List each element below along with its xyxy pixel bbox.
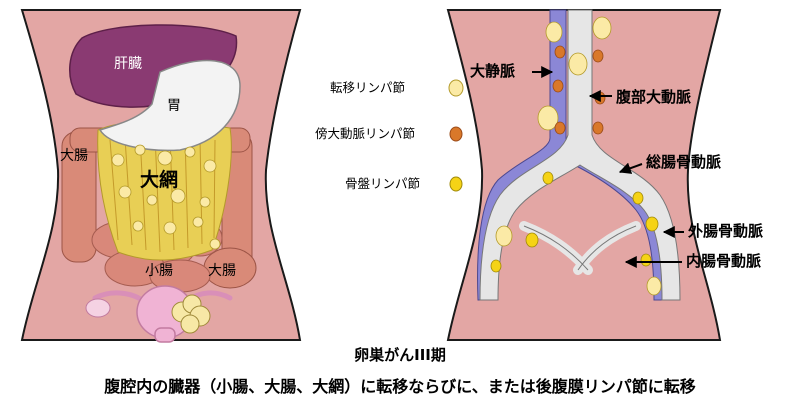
internal-iliac-branch-outline: [523, 225, 637, 271]
vena-cava-label: 大静脈: [470, 62, 515, 80]
cervix: [154, 327, 176, 343]
left-panel: 肝臓 胃 大網 大腸 小腸 大腸: [20, 9, 302, 343]
small-intestine-label: 小腸: [145, 263, 173, 279]
legend-label-metastatic-node: 転移リンパ節: [330, 80, 405, 95]
large-intestine-right-label: 大腸: [208, 263, 236, 279]
abdominal-aorta: [479, 9, 681, 301]
omentum-metastases: [111, 144, 221, 250]
stomach: [98, 59, 241, 152]
legend-label-para-aortic-node: 傍大動脈リンパ節: [315, 126, 415, 141]
common-iliac-arrow: [618, 162, 643, 174]
legend-swatch-para-aortic-node: [449, 126, 463, 142]
liver-label: 肝臓: [114, 56, 142, 72]
metastatic-lymph-nodes: [495, 16, 662, 296]
common-iliac-label: 総腸骨動脈: [646, 153, 721, 171]
abdominal-aorta-label: 腹部大動脈: [616, 88, 691, 106]
large-intestine-left-label: 大腸: [60, 148, 88, 164]
legend-swatch-metastatic-node: [448, 79, 464, 97]
legend: 転移リンパ節 傍大動脈リンパ節 骨盤リンパ節: [315, 79, 464, 192]
caption-description: 腹腔内の臓器（小腸、大腸、大網）に転移ならびに、または後腹膜リンパ節に転移: [104, 377, 696, 396]
legend-swatch-pelvic-node: [449, 176, 463, 192]
uterus-and-ovaries: [85, 285, 233, 343]
ovary-left: [85, 298, 111, 318]
stomach-label: 胃: [167, 98, 181, 114]
internal-iliac-label: 内腸骨動脈: [686, 252, 761, 270]
legend-label-pelvic-node: 骨盤リンパ節: [345, 176, 420, 191]
external-iliac-label: 外腸骨動脈: [687, 222, 763, 240]
omentum-label: 大網: [140, 168, 178, 191]
caption-title: 卵巣がんIII期: [354, 346, 446, 364]
ovarian-tumor: [171, 294, 211, 334]
right-panel: 大静脈 腹部大動脈 総腸骨動脈 外腸骨動脈 内腸骨動脈: [446, 9, 763, 341]
